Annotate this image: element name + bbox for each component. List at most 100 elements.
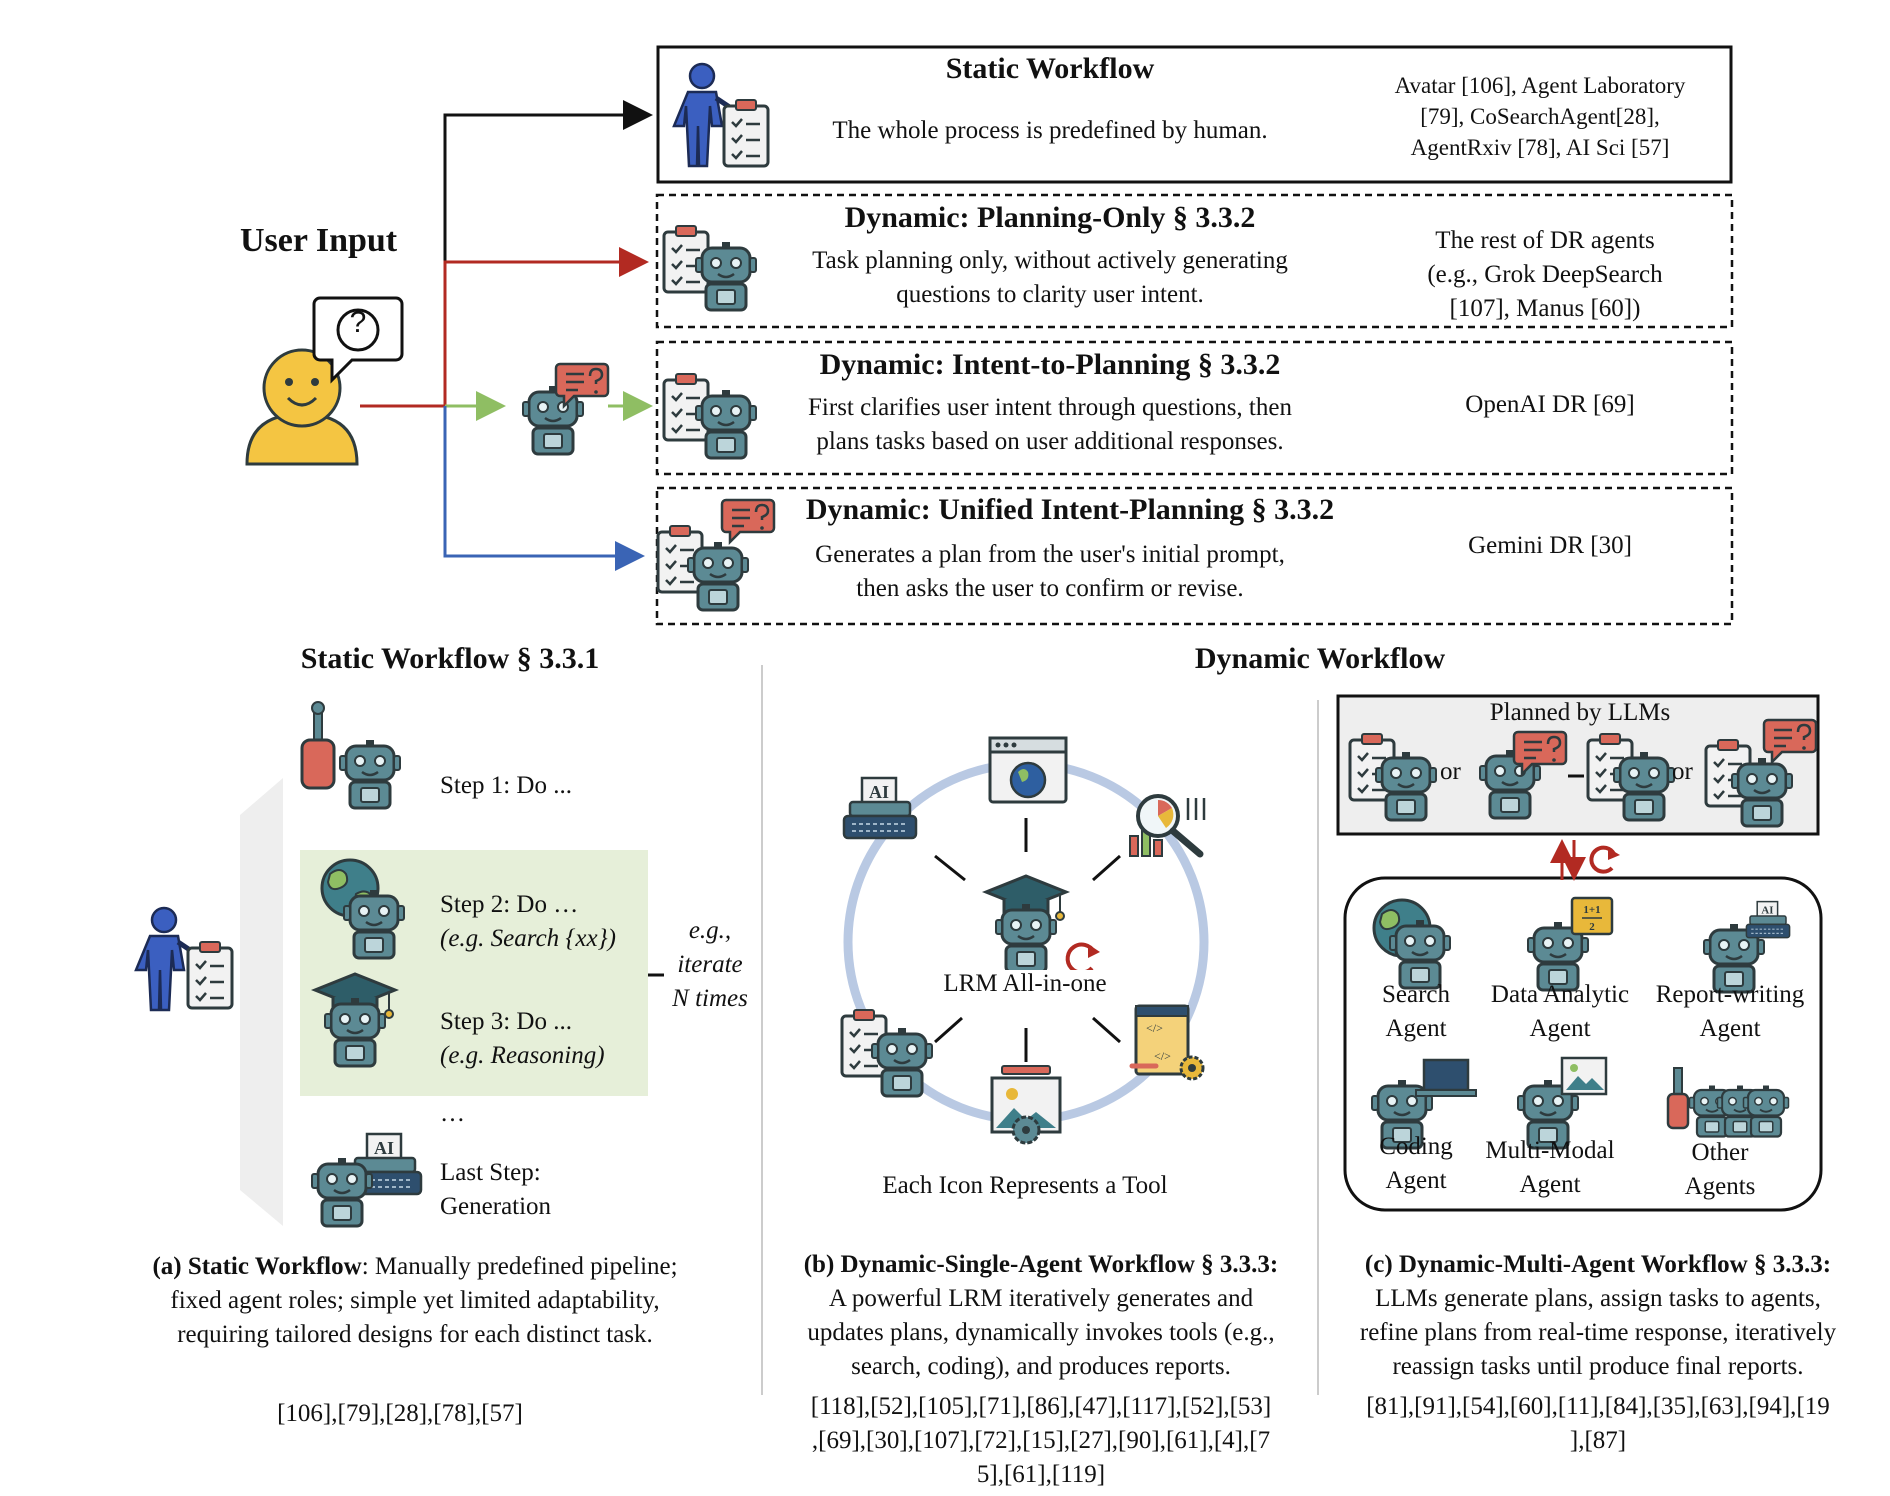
plan-robot-3-icon	[1612, 750, 1676, 822]
spoke-bottom-left	[934, 1016, 963, 1044]
agent-name-line: Multi-Modal	[1485, 1137, 1615, 1164]
center-robot-icon	[994, 902, 1058, 974]
multimodal-agent-image-icon	[1560, 1056, 1608, 1096]
tool-note: Each Icon Represents a Tool	[882, 1172, 1168, 1199]
agent-name-line: Other	[1691, 1139, 1749, 1166]
static-box-refs: Avatar [106], Agent Laboratory [79], CoS…	[1370, 70, 1710, 163]
lrm-center-label: LRM All-in-one	[910, 970, 1140, 998]
agent-name-line: Agent	[1519, 1171, 1581, 1198]
static-box-title: Static Workflow	[945, 52, 1155, 85]
static-caption-line: requiring tailored designs for each dist…	[177, 1321, 653, 1348]
single-caption-line: updates plans, dynamically invokes tools…	[807, 1319, 1275, 1346]
iterate-line: e.g.,	[688, 917, 732, 944]
single-ref-line: 5],[61],[119]	[976, 1461, 1106, 1488]
step3-robot-icon	[323, 996, 387, 1068]
multi-ref-line: [81],[91],[54],[60],[11],[84],[35],[63],…	[1366, 1393, 1830, 1420]
search-agent-label: Search Agent	[1356, 978, 1476, 1046]
single-ref-line: [118],[52],[105],[71],[86],[47],[117],[5…	[810, 1393, 1272, 1420]
agent-name-line: Coding	[1379, 1133, 1453, 1160]
intent-to-planning-box	[655, 340, 1734, 476]
coding-agent-label: Coding Agent	[1356, 1130, 1476, 1198]
last-step-label: Last Step: Generation	[440, 1156, 551, 1224]
static-panel-heading: Static Workflow § 3.3.1	[300, 642, 600, 675]
multi-caption-line: reassign tasks until produce final repor…	[1392, 1353, 1804, 1380]
static-caption: (a) Static Workflow: Manually predefined…	[100, 1250, 730, 1352]
step2-line: Step 2: Do …	[440, 891, 579, 918]
planning-only-robot-icon	[694, 240, 758, 312]
planning-only-ref-line: (e.g., Grok DeepSearch	[1427, 261, 1663, 288]
iterate-note: e.g., iterate N times	[660, 914, 760, 1016]
analytics-tool-icon	[1129, 794, 1206, 858]
image-tool-icon	[990, 1065, 1062, 1145]
planning-only-ref-line: [107], Manus [60])	[1449, 295, 1641, 322]
other-agents-label: Other Agents	[1660, 1136, 1780, 1204]
step2-robot-icon	[342, 888, 406, 960]
multi-modal-agent-label: Multi-Modal Agent	[1470, 1134, 1630, 1202]
static-ref-line: AgentRxiv [78], AI Sci [57]	[1410, 135, 1670, 160]
multi-refs: [81],[91],[54],[60],[11],[84],[35],[63],…	[1318, 1390, 1878, 1458]
clarify-bubble-icon	[554, 362, 610, 408]
spoke-top-left	[934, 854, 966, 882]
single-caption-line: search, coding), and produces reports.	[851, 1353, 1231, 1380]
intent-to-planning-desc: First clarifies user intent through ques…	[750, 391, 1350, 459]
planning-only-title: Dynamic: Planning-Only § 3.3.2	[844, 201, 1256, 234]
report-writing-agent-label: Report-writing Agent	[1640, 978, 1820, 1046]
note-two: 2	[1589, 921, 1595, 933]
agent-name-line: Agents	[1684, 1173, 1756, 1200]
multi-caption-line: refine plans from real-time response, it…	[1359, 1319, 1837, 1346]
agent-name-line: Agent	[1385, 1167, 1447, 1194]
multi-ref-line: ],[87]	[1569, 1427, 1627, 1454]
planning-only-box	[655, 193, 1734, 329]
svg-text:</>: </>	[1154, 1049, 1171, 1063]
planning-tool-robot-icon	[870, 1026, 934, 1098]
static-refs: [106],[79],[28],[78],[57]	[277, 1400, 523, 1427]
planning-only-ref-line: The rest of DR agents	[1435, 227, 1655, 254]
multi-caption-bold: (c) Dynamic-Multi-Agent Workflow § 3.3.3…	[1364, 1251, 1832, 1278]
intent-planning-robot-icon	[694, 388, 758, 460]
last-step-robot-icon	[310, 1156, 374, 1228]
single-caption-line: A powerful LRM iteratively generates and	[828, 1285, 1254, 1312]
other-agents-group-icon	[1666, 1067, 1790, 1138]
unified-refs: Gemini DR [30]	[1468, 532, 1632, 559]
step3-label: Step 3: Do ... (e.g. Reasoning)	[440, 1005, 605, 1073]
multi-caption: (c) Dynamic-Multi-Agent Workflow § 3.3.3…	[1318, 1248, 1878, 1384]
screwdriver-icon	[300, 701, 336, 790]
unified-desc-line: Generates a plan from the user's initial…	[815, 541, 1285, 568]
static-caption-line: fixed agent roles; simple yet limited ad…	[170, 1287, 660, 1314]
top-arrows	[360, 100, 653, 571]
refresh-icon	[1065, 942, 1100, 975]
coding-agent-laptop-icon	[1415, 1058, 1477, 1097]
agent-name-line: Agent	[1385, 1015, 1447, 1042]
multi-caption-line: LLMs generate plans, assign tasks to age…	[1375, 1285, 1821, 1312]
static-ref-line: Avatar [106], Agent Laboratory	[1394, 73, 1686, 98]
step1-label: Step 1: Do ...	[440, 772, 572, 799]
plan-robot-1-icon	[1374, 750, 1438, 822]
agent-name-line: Data Analytic	[1490, 981, 1630, 1008]
static-workflow-box	[656, 45, 1733, 184]
writing-tool-icon	[842, 776, 918, 840]
single-ref-line: ,[69],[30],[107],[72],[15],[27],[90],[61…	[811, 1427, 1271, 1454]
step2-example: (e.g. Search {xx})	[440, 925, 616, 952]
svg-text:</>: </>	[1146, 1021, 1163, 1035]
iterate-line: iterate	[677, 951, 743, 978]
static-caption-bold: (a) Static Workflow	[152, 1253, 362, 1280]
planning-only-desc-line: questions to clarity user intent.	[896, 281, 1204, 308]
pipeline-funnel	[240, 778, 283, 1226]
unified-robot-icon	[686, 540, 750, 612]
or-label-2: or	[1672, 758, 1693, 785]
steps-ellipsis: …	[440, 1100, 465, 1127]
question-bubble-icon	[312, 296, 404, 384]
planned-by-llms-label: Planned by LLMs	[1489, 699, 1671, 726]
intent-to-planning-desc-line: plans tasks based on user additional res…	[816, 428, 1284, 455]
intent-to-planning-desc-line: First clarifies user intent through ques…	[808, 394, 1292, 421]
planning-only-desc-line: Task planning only, without actively gen…	[812, 247, 1288, 274]
agent-name-line: Agent	[1699, 1015, 1761, 1042]
unified-bubble-icon	[720, 498, 776, 544]
dynamic-workflow-heading: Dynamic Workflow	[1194, 642, 1446, 675]
step1-robot-icon	[338, 738, 402, 810]
last-step-line: Generation	[440, 1193, 552, 1220]
intent-to-planning-title: Dynamic: Intent-to-Planning § 3.3.2	[819, 348, 1281, 381]
checklist-icon	[722, 98, 770, 168]
last-step-line: Last Step:	[440, 1159, 541, 1186]
